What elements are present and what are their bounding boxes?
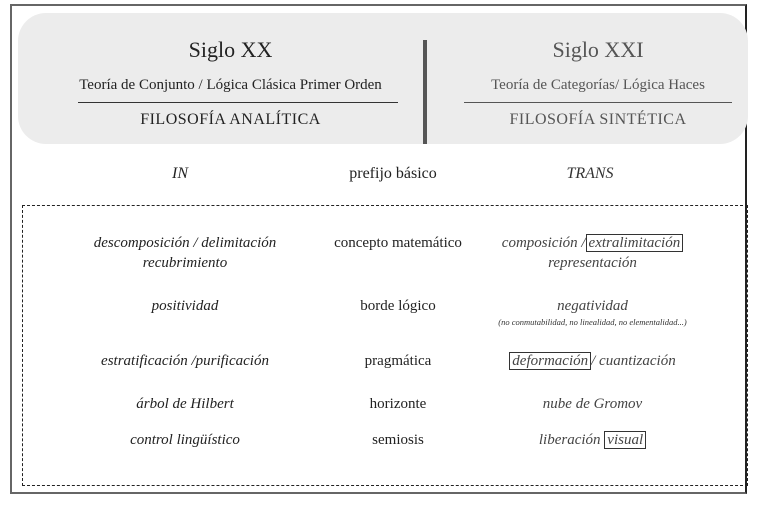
trans-cell: liberación visual bbox=[470, 430, 715, 450]
column-head-in: IN bbox=[172, 165, 188, 182]
trans-cell: nube de Gromov bbox=[542, 396, 643, 412]
header-subtitle-left: Teoría de Conjunto / Lógica Clásica Prim… bbox=[79, 77, 382, 93]
boxed-term: visual bbox=[604, 431, 647, 449]
column-head-trans: TRANS bbox=[566, 165, 614, 182]
outer-frame bbox=[10, 4, 747, 494]
in-text-line2: recubrimiento bbox=[142, 255, 228, 271]
header-title-left: Siglo XX bbox=[188, 37, 273, 62]
header-philosophy-right: FILOSOFÍA SINTÉTICA bbox=[509, 111, 687, 128]
header-title-right: Siglo XXI bbox=[552, 37, 644, 62]
trans-cell: composición /extralimitación representac… bbox=[470, 233, 715, 273]
trans-cell: deformación/ cuantización bbox=[470, 351, 715, 371]
trans-text: negatividad bbox=[557, 298, 628, 314]
in-cell: positividad bbox=[151, 298, 219, 314]
in-cell: árbol de Hilbert bbox=[136, 396, 234, 412]
in-cell: descomposición / delimitación recubrimie… bbox=[40, 233, 330, 273]
header-panel: Siglo XX Teoría de Conjunto / Lógica Clá… bbox=[18, 13, 748, 144]
dashed-comparison-box bbox=[22, 205, 748, 486]
column-head-prefix: prefijo básico bbox=[349, 165, 437, 182]
divider-right bbox=[464, 102, 732, 103]
trans-text-line2: representación bbox=[548, 255, 637, 271]
in-cell: estratificación /purificación bbox=[101, 353, 269, 369]
header-subtitle-right: Teoría de Categorías/ Lógica Haces bbox=[491, 77, 705, 93]
double-vertical-separator bbox=[423, 40, 427, 144]
trans-cell: negatividad (no conmutabilidad, no linea… bbox=[470, 296, 715, 328]
boxed-term: deformación bbox=[509, 352, 592, 370]
trans-note: (no conmutabilidad, no linealidad, no el… bbox=[498, 317, 687, 327]
trans-text: liberación bbox=[538, 432, 601, 448]
boxed-term: extralimitación bbox=[585, 234, 684, 252]
prefix-cell: concepto matemático bbox=[334, 235, 462, 251]
prefix-cell: semiosis bbox=[372, 432, 424, 448]
header-philosophy-left: FILOSOFÍA ANALÍTICA bbox=[140, 111, 321, 128]
in-text: descomposición / delimitación bbox=[93, 235, 277, 251]
prefix-cell: horizonte bbox=[369, 396, 427, 412]
in-cell: control lingüístico bbox=[130, 432, 240, 448]
divider-left bbox=[78, 102, 398, 103]
trans-text: / cuantización bbox=[591, 353, 676, 369]
prefix-cell: borde lógico bbox=[360, 298, 436, 314]
trans-text: composición / bbox=[501, 235, 586, 251]
prefix-cell: pragmática bbox=[364, 353, 432, 369]
